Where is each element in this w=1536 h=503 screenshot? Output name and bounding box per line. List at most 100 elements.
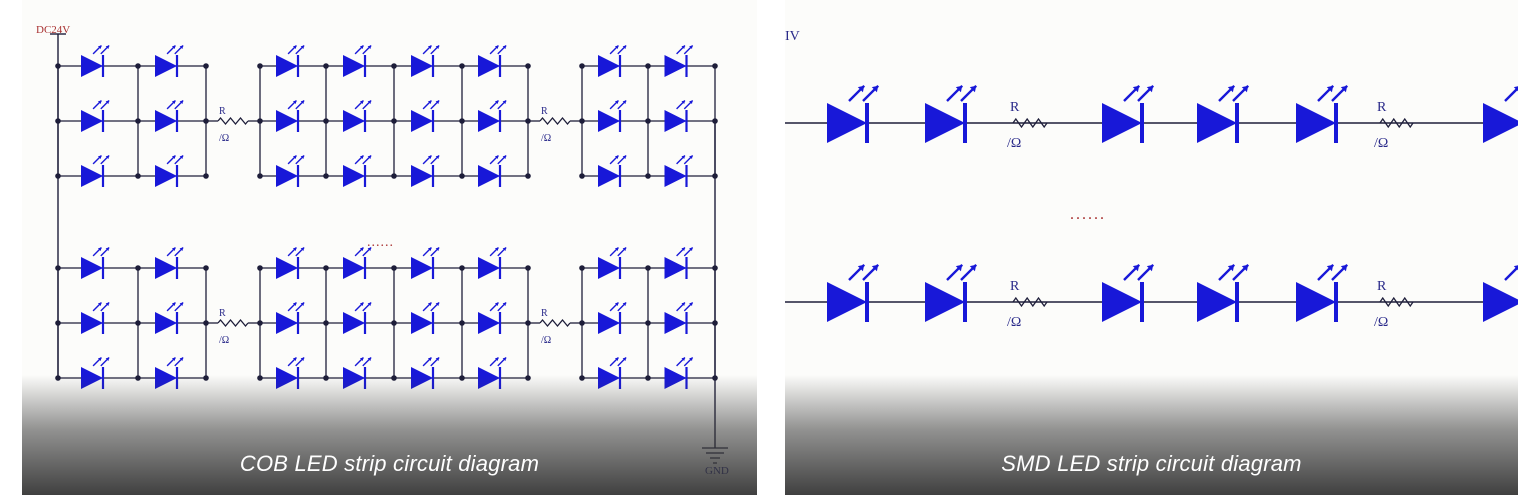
- junction-dot: [203, 375, 209, 381]
- ellipsis-right: ......: [1070, 206, 1106, 223]
- led-icon: [276, 100, 305, 132]
- resistor-icon: [217, 318, 249, 328]
- caption-cob: COB LED strip circuit diagram: [239, 451, 540, 476]
- led-icon: [664, 155, 694, 187]
- led-icon: [411, 155, 440, 187]
- junction-dot: [391, 118, 397, 124]
- led-icon: [81, 357, 110, 389]
- junction-dot: [135, 63, 141, 69]
- junction-dot: [645, 320, 651, 326]
- resistor-label: R: [1010, 100, 1020, 115]
- junction-dot: [203, 173, 209, 179]
- led-icon: [598, 357, 627, 389]
- led-icon: [478, 357, 507, 389]
- junction-dot: [645, 63, 651, 69]
- junction-dot: [525, 375, 531, 381]
- resistor-icon: [217, 116, 249, 126]
- led-icon: [925, 263, 978, 322]
- junction-dot: [459, 320, 465, 326]
- junction-dot: [712, 320, 718, 326]
- junction-dot: [323, 63, 329, 69]
- junction-dot: [323, 320, 329, 326]
- led-icon: [1102, 84, 1155, 143]
- junction-dot: [203, 265, 209, 271]
- led-icon: [276, 155, 305, 187]
- supply-label: DC24V: [36, 24, 70, 36]
- led-icon: [81, 100, 110, 132]
- led-icon: [343, 302, 372, 334]
- junction-dot: [203, 63, 209, 69]
- led-icon: [827, 84, 880, 143]
- resistor-icon: [539, 318, 571, 328]
- led-icon: [478, 100, 507, 132]
- led-icon: [81, 155, 110, 187]
- led-icon: [155, 155, 184, 187]
- junction-dot: [712, 118, 718, 124]
- junction-dot: [323, 375, 329, 381]
- resistor-unit: /Ω: [541, 335, 551, 346]
- junction-dot: [645, 173, 651, 179]
- led-icon: [276, 357, 305, 389]
- junction-dot: [55, 320, 61, 326]
- led-icon: [343, 100, 372, 132]
- led-icon: [411, 247, 440, 279]
- junction-dot: [459, 375, 465, 381]
- junction-dot: [579, 173, 585, 179]
- resistor-unit: /Ω: [219, 335, 229, 346]
- led-icon: [478, 302, 507, 334]
- led-icon: [411, 100, 440, 132]
- junction-dot: [55, 63, 61, 69]
- cob-circuit-diagram: DC24V GND ...... R/ΩR/ΩR/ΩR/Ω: [36, 24, 729, 477]
- junction-dot: [55, 118, 61, 124]
- junction-dot: [323, 118, 329, 124]
- led-icon: [478, 155, 507, 187]
- junction-dot: [55, 173, 61, 179]
- junction-dot: [579, 63, 585, 69]
- junction-dot: [323, 173, 329, 179]
- resistor-label: R: [1377, 100, 1387, 115]
- led-icon: [276, 302, 305, 334]
- resistor-unit: /Ω: [1007, 315, 1021, 330]
- led-icon: [827, 263, 880, 322]
- led-icon: [598, 247, 627, 279]
- resistor-label: R: [1010, 279, 1020, 294]
- junction-dot: [712, 375, 718, 381]
- led-icon: [343, 357, 372, 389]
- junction-dot: [257, 375, 263, 381]
- led-icon: [1197, 263, 1250, 322]
- junction-dot: [712, 173, 718, 179]
- caption-smd: SMD LED strip circuit diagram: [1001, 451, 1302, 476]
- led-icon: [411, 357, 440, 389]
- junction-dot: [525, 173, 531, 179]
- led-icon: [81, 45, 110, 77]
- resistor-unit: /Ω: [541, 133, 551, 144]
- led-icon: [81, 247, 110, 279]
- junction-dot: [55, 265, 61, 271]
- junction-dot: [391, 265, 397, 271]
- junction-dot: [579, 375, 585, 381]
- junction-dot: [459, 265, 465, 271]
- led-icon: [478, 247, 507, 279]
- resistor-label: R: [541, 106, 548, 117]
- junction-dot: [257, 63, 263, 69]
- resistor-unit: /Ω: [219, 133, 229, 144]
- junction-dot: [55, 375, 61, 381]
- led-icon: [155, 100, 184, 132]
- junction-dot: [257, 265, 263, 271]
- junction-dot: [391, 375, 397, 381]
- junction-dot: [712, 265, 718, 271]
- led-icon: [1296, 263, 1349, 322]
- junction-dot: [135, 320, 141, 326]
- led-icon: [664, 45, 694, 77]
- resistor-unit: /Ω: [1374, 315, 1388, 330]
- led-icon: [1483, 86, 1518, 143]
- resistor-label: R: [541, 308, 548, 319]
- resistor-icon: [1012, 296, 1048, 308]
- junction-dot: [579, 265, 585, 271]
- junction-dot: [135, 173, 141, 179]
- led-icon: [81, 302, 110, 334]
- smd-circuit-diagram: IV ...... R/ΩR/ΩR/ΩR/Ω: [785, 29, 1518, 330]
